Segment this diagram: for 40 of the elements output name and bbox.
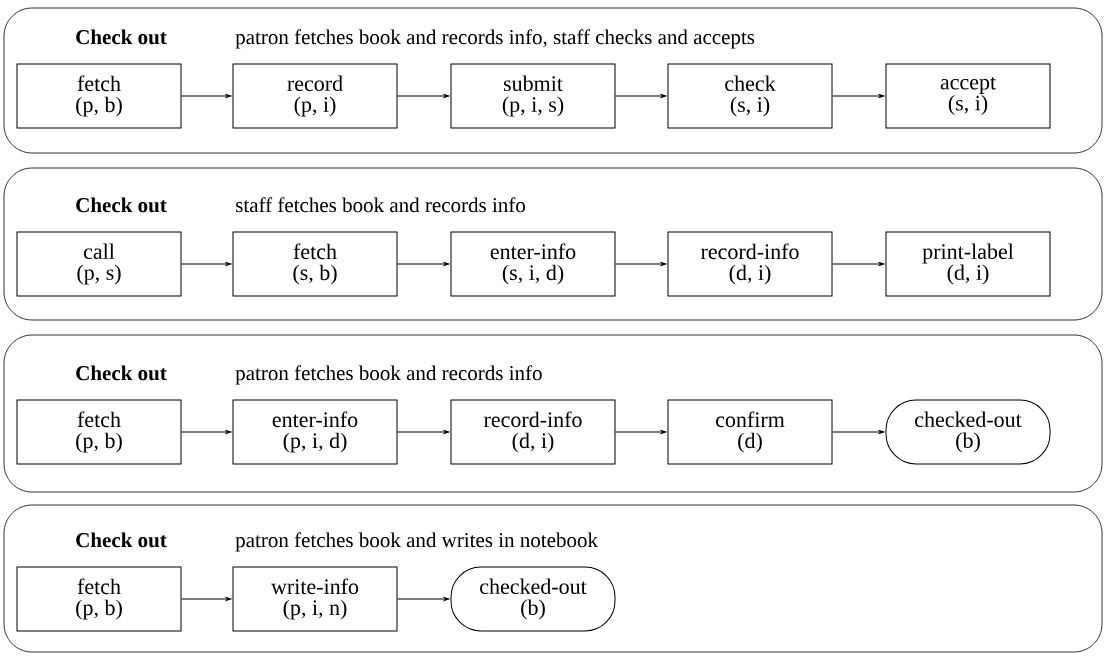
- band-description: patron fetches book and records info, staff checks and accepts: [235, 29, 755, 49]
- activity-box: record-info (d, i): [667, 231, 833, 297]
- band-heading: Check out: [76, 29, 167, 45]
- activity-box: confirm (d): [667, 399, 833, 465]
- activity-box: enter-info (p, i, d): [232, 399, 398, 465]
- activity-box: record-info (d, i): [450, 399, 616, 465]
- arrow: [397, 262, 450, 266]
- activity-box: write-info (p, i, n): [232, 566, 398, 632]
- arrow: [181, 94, 232, 98]
- arrow: [181, 597, 232, 601]
- arrow: [615, 94, 667, 98]
- state-box: checked-out (b): [450, 566, 616, 632]
- activity-box: fetch (s, b): [232, 231, 398, 297]
- activity-box: call (p, s): [16, 231, 182, 297]
- arrow: [181, 262, 232, 266]
- activity-box: enter-info (s, i, d): [450, 231, 616, 297]
- band-description: staff fetches book and records info: [236, 197, 525, 213]
- activity-box: fetch (p, b): [16, 63, 182, 129]
- activity-box: check (s, i): [667, 63, 833, 129]
- activity-box: submit (p, i, s): [450, 63, 616, 129]
- band-heading: Check out: [76, 365, 167, 381]
- arrow: [397, 94, 450, 98]
- arrow: [615, 262, 667, 266]
- arrow: [397, 430, 450, 434]
- arrow: [832, 94, 885, 98]
- band-description: patron fetches book and writes in notebook: [235, 532, 598, 552]
- activity-box: print-label (d, i): [885, 231, 1051, 297]
- band-heading: Check out: [76, 532, 167, 548]
- arrow: [832, 430, 885, 434]
- band-heading: Check out: [76, 197, 167, 213]
- arrow: [615, 430, 667, 434]
- band-description: patron fetches book and records info: [235, 365, 542, 385]
- activity-box: fetch (p, b): [16, 566, 182, 632]
- activity-box: fetch (p, b): [16, 399, 182, 465]
- arrow: [832, 262, 885, 266]
- state-box: checked-out (b): [885, 399, 1051, 465]
- arrow: [397, 597, 450, 601]
- activity-box: accept (s, i): [885, 63, 1051, 129]
- activity-box: record (p, i): [232, 63, 398, 129]
- arrow: [181, 430, 232, 434]
